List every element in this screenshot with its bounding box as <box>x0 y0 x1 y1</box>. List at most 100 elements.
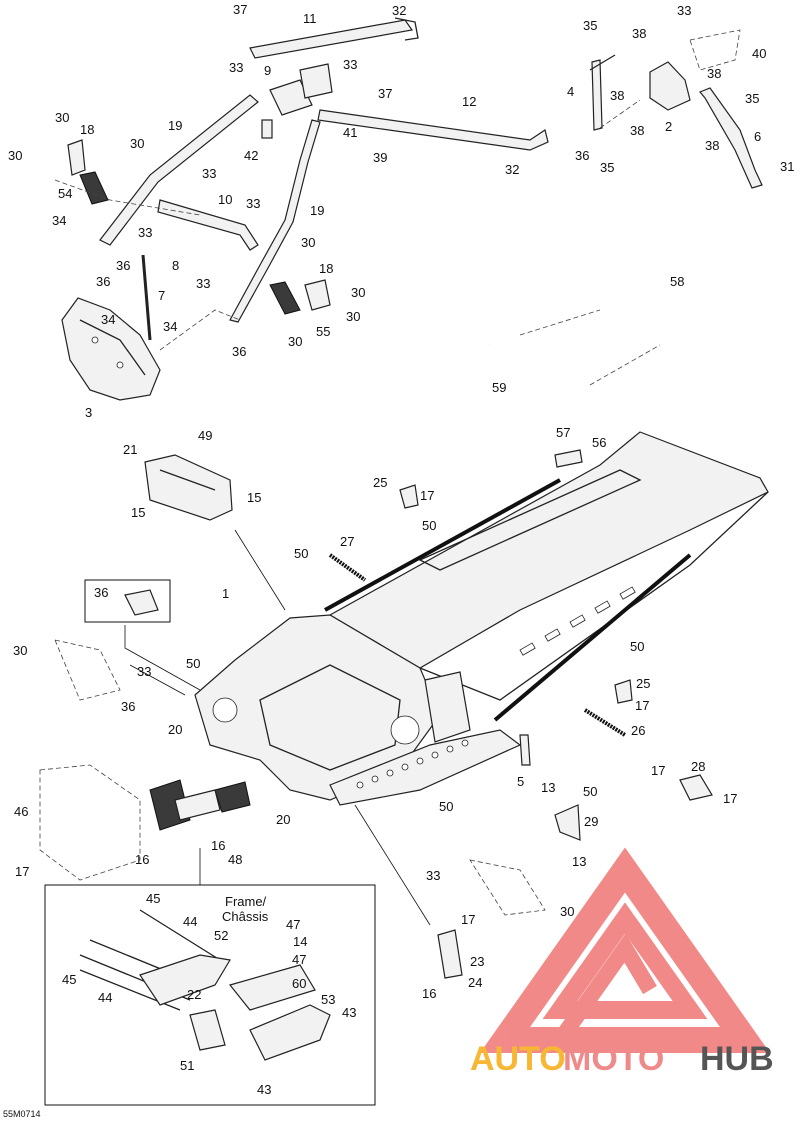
arrow-line <box>129 664 186 696</box>
callout-47: 47 <box>286 917 300 932</box>
part-2-bracket <box>649 61 691 111</box>
part-12-bar <box>317 109 549 151</box>
part-18-bracket-right <box>304 279 331 311</box>
part-4-top <box>589 54 616 71</box>
callout-17: 17 <box>651 763 665 778</box>
callout-19: 19 <box>310 203 324 218</box>
callout-59: 59 <box>492 380 506 395</box>
callout-38: 38 <box>610 88 624 103</box>
callout-46: 46 <box>14 804 28 819</box>
callout-50: 50 <box>186 656 200 671</box>
callout-36: 36 <box>232 344 246 359</box>
callout-1: 1 <box>222 586 229 601</box>
part-29-bracket <box>554 804 581 841</box>
callout-36: 36 <box>94 585 108 600</box>
callout-33: 33 <box>229 60 243 75</box>
part-18-bracket-left <box>67 139 86 176</box>
part-25-clip-b <box>614 679 633 704</box>
callout-2: 2 <box>665 119 672 134</box>
callout-50: 50 <box>630 639 644 654</box>
callout-35: 35 <box>745 91 759 106</box>
part-11-bar <box>249 19 414 59</box>
callout-20: 20 <box>276 812 290 827</box>
part-54-plate <box>79 171 109 205</box>
guide-line <box>54 179 201 216</box>
main-frame-tunnel <box>124 431 769 926</box>
callout-54: 54 <box>58 186 72 201</box>
callout-16: 16 <box>422 986 436 1001</box>
callout-15: 15 <box>131 505 145 520</box>
callout-44: 44 <box>98 990 112 1005</box>
part-mount-link <box>174 789 221 821</box>
inset-caption-frame: Frame/ <box>225 894 267 909</box>
callout-33: 33 <box>138 225 152 240</box>
callout-30: 30 <box>8 148 22 163</box>
part-9-plate <box>299 63 333 99</box>
callout-38: 38 <box>630 123 644 138</box>
callout-50: 50 <box>294 546 308 561</box>
arrow-line <box>354 804 431 926</box>
callout-38: 38 <box>705 138 719 153</box>
callout-50: 50 <box>422 518 436 533</box>
callout-30: 30 <box>13 643 27 658</box>
callout-10: 10 <box>218 192 232 207</box>
callout-17: 17 <box>461 912 475 927</box>
cradle-inner-wall <box>259 664 401 771</box>
callout-30: 30 <box>301 235 315 250</box>
tunnel-cooler-channel <box>418 469 642 571</box>
part-4-strap <box>591 59 603 131</box>
callout-34: 34 <box>163 319 177 334</box>
callout-38: 38 <box>707 66 721 81</box>
callout-31: 31 <box>780 159 794 174</box>
callout-17: 17 <box>723 791 737 806</box>
callout-36: 36 <box>575 148 589 163</box>
callout-30: 30 <box>288 334 302 349</box>
callout-16: 16 <box>135 852 149 867</box>
part-ghost-outline <box>689 29 741 71</box>
callout-33: 33 <box>202 166 216 181</box>
callout-41: 41 <box>343 125 357 140</box>
callout-33: 33 <box>196 276 210 291</box>
callout-36: 36 <box>121 699 135 714</box>
callout-19: 19 <box>168 118 182 133</box>
callout-55: 55 <box>316 324 330 339</box>
inset-bolts <box>79 909 221 1011</box>
callout-49: 49 <box>198 428 212 443</box>
part-5-plate <box>519 734 531 766</box>
tunnel-slots <box>519 586 636 656</box>
part-56-cap <box>554 449 583 468</box>
part-19-tube-left <box>99 94 259 246</box>
callout-37: 37 <box>378 86 392 101</box>
slide-rail-right <box>493 553 692 722</box>
guide-line <box>599 99 641 129</box>
callout-7: 7 <box>158 288 165 303</box>
callout-18: 18 <box>319 261 333 276</box>
callout-12: 12 <box>462 94 476 109</box>
upper-column-assembly <box>54 17 549 401</box>
callout-20: 20 <box>168 722 182 737</box>
callout-23: 23 <box>470 954 484 969</box>
callout-17: 17 <box>15 864 29 879</box>
tunnel-top-surface <box>328 431 769 669</box>
callout-13: 13 <box>541 780 555 795</box>
callout-40: 40 <box>752 46 766 61</box>
callout-17: 17 <box>420 488 434 503</box>
callout-3: 3 <box>85 405 92 420</box>
callout-36: 36 <box>116 258 130 273</box>
front-engine-cradle <box>194 614 441 801</box>
part-53-bracket <box>249 1004 331 1061</box>
callout-6: 6 <box>754 129 761 144</box>
callout-33: 33 <box>137 664 151 679</box>
callout-8: 8 <box>172 258 179 273</box>
callout-47: 47 <box>292 952 306 967</box>
callout-30: 30 <box>351 285 365 300</box>
arrow-line <box>234 529 286 611</box>
watermark-hub: HUB <box>700 1040 774 1078</box>
detail-box-36 <box>84 579 171 623</box>
callout-43: 43 <box>257 1082 271 1097</box>
callout-29: 29 <box>584 814 598 829</box>
part-3-hole <box>91 336 99 344</box>
part-28-bracket <box>679 774 713 801</box>
callout-50: 50 <box>583 784 597 799</box>
